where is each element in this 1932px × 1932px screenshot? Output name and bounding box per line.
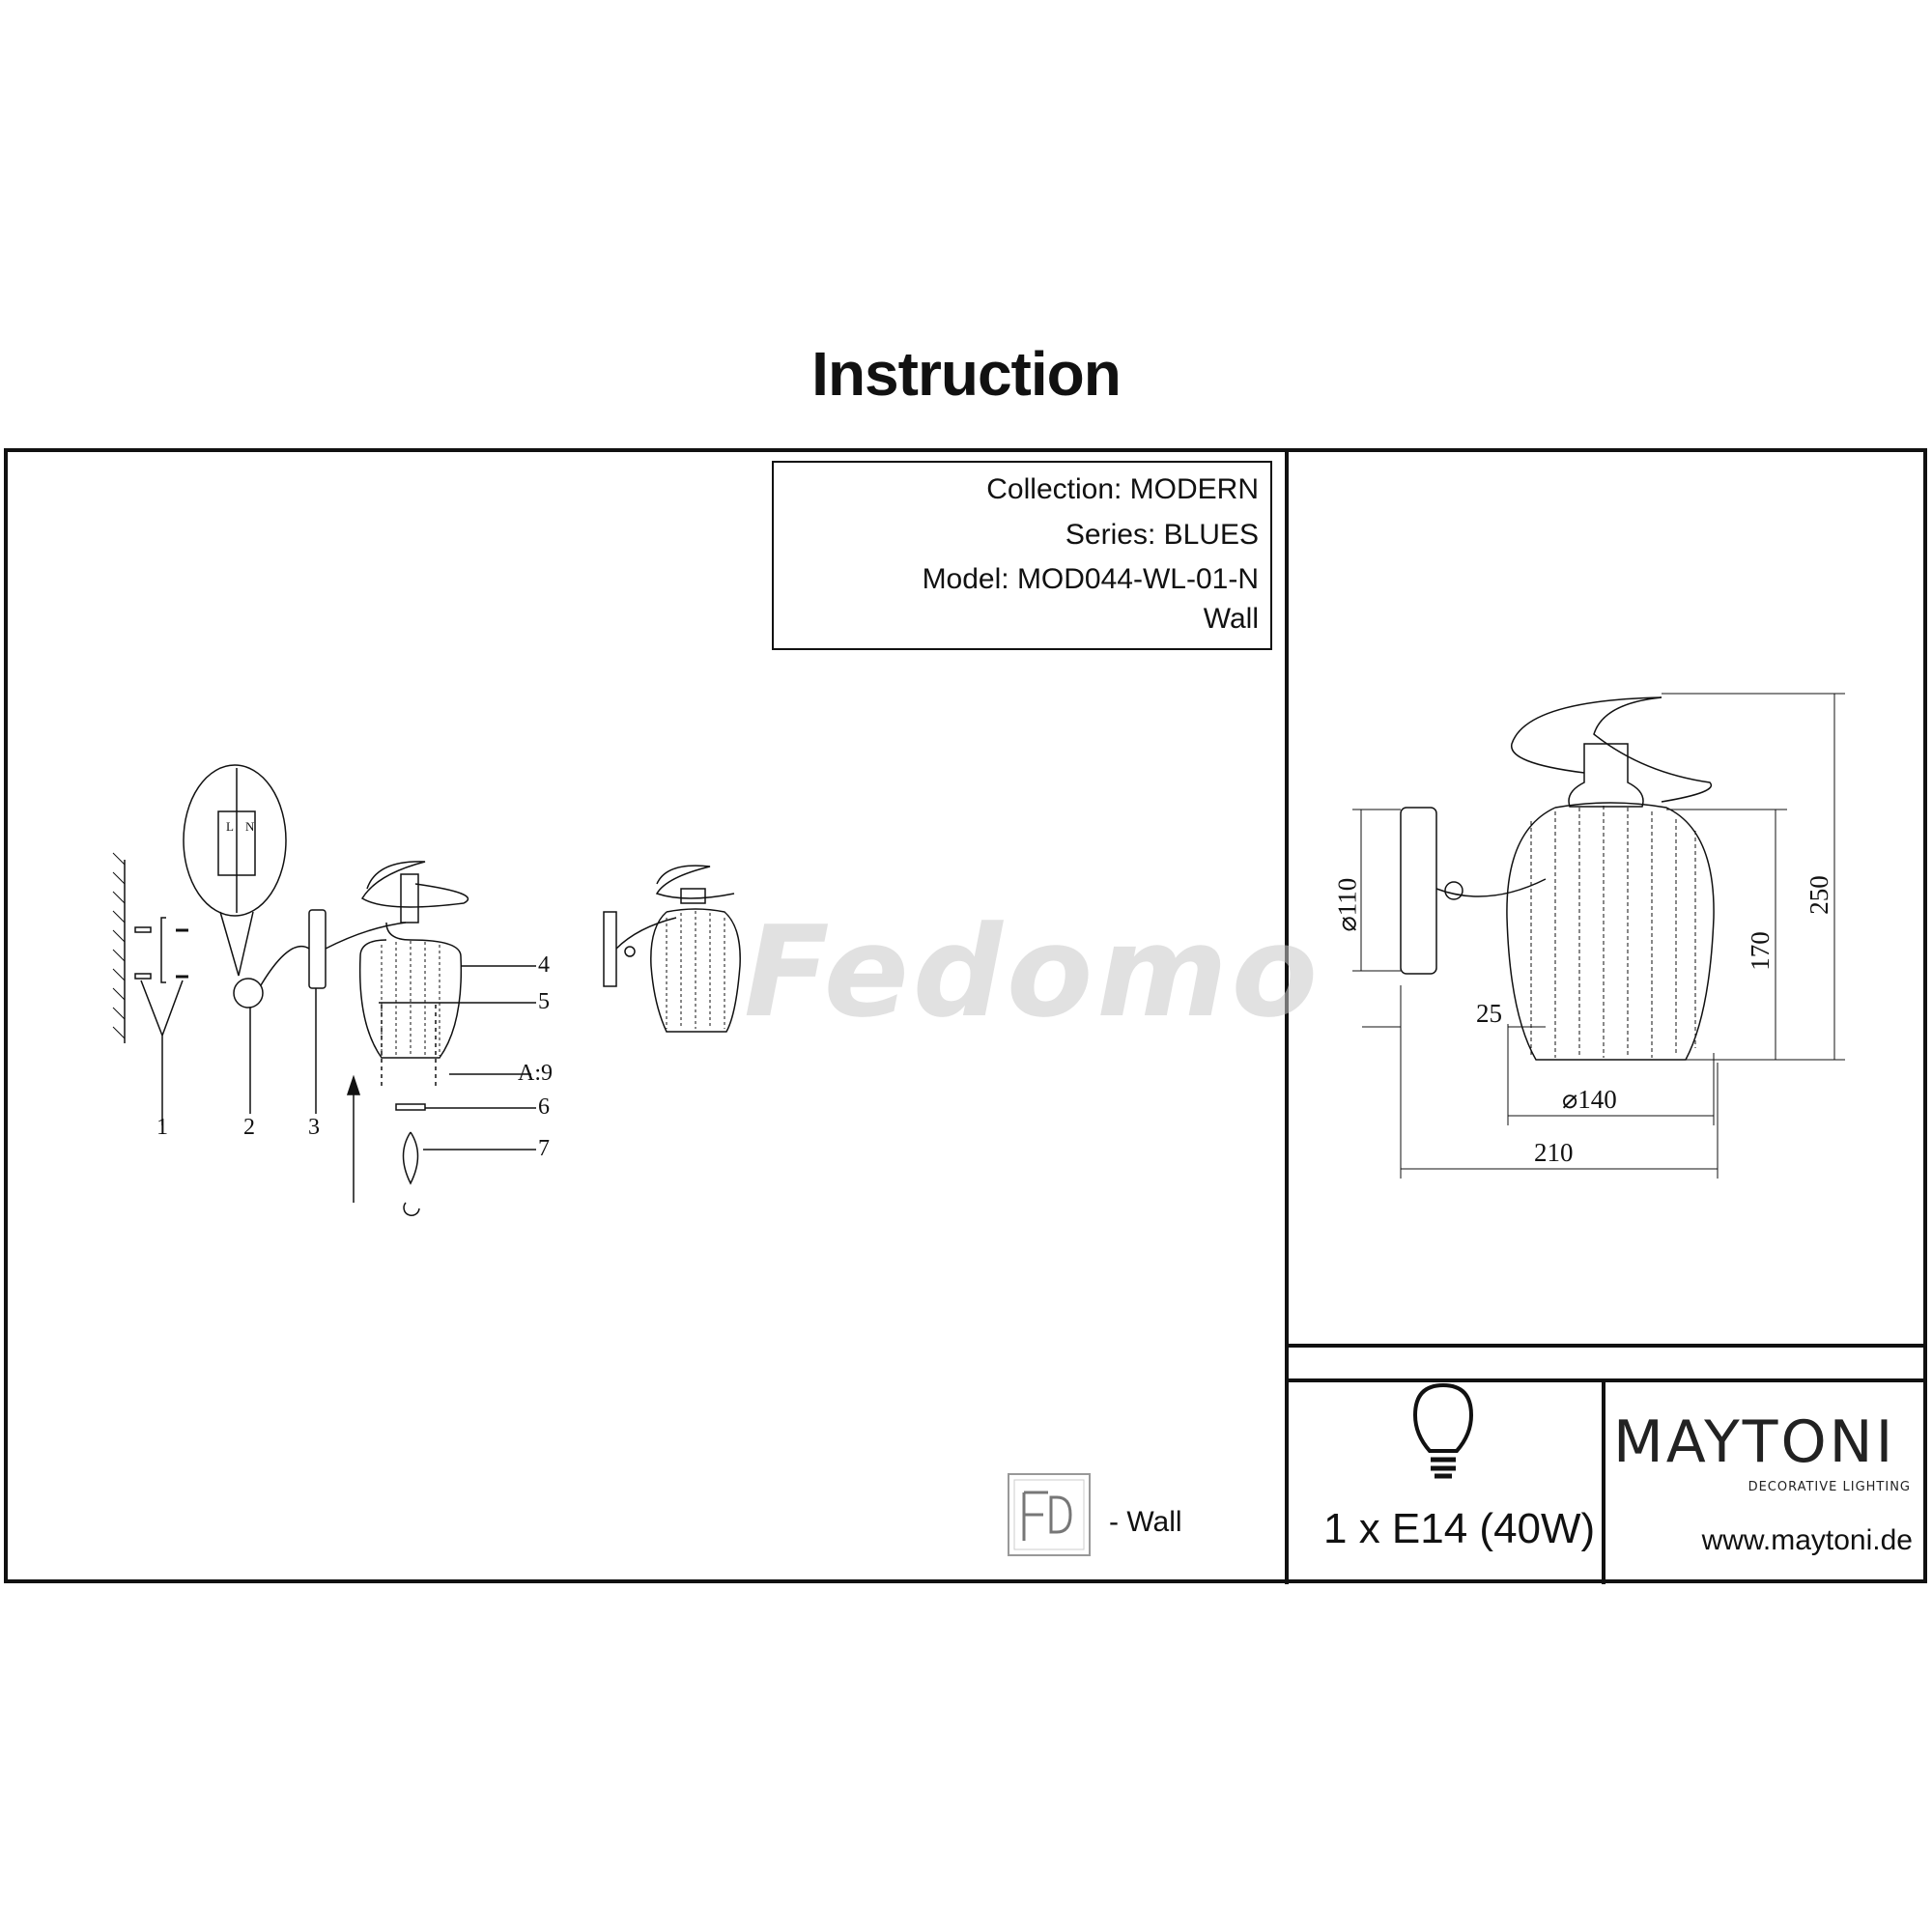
brand-logo: MAYTONI	[1613, 1408, 1896, 1476]
assembly-drawing	[112, 764, 536, 1216]
part-number-3: 3	[308, 1115, 320, 1140]
part-number-1: 1	[156, 1115, 168, 1140]
part-number-4: 4	[538, 952, 550, 978]
dimension-drawing	[1352, 693, 1845, 1179]
watermark: Fedomo	[744, 898, 1322, 1045]
part-number-6: 6	[538, 1094, 550, 1120]
mount-label: Wall	[1203, 603, 1259, 635]
crystal-count: A:9	[518, 1061, 553, 1086]
light-bulb-icon	[1412, 1382, 1474, 1479]
terminal-l-label: L	[226, 819, 234, 834]
part-number-2: 2	[243, 1115, 255, 1140]
model-label: Model: MOD044-WL-01-N	[922, 563, 1259, 595]
dim-shade-diameter: ⌀140	[1562, 1085, 1617, 1114]
dim-shade-height: 170	[1746, 931, 1775, 971]
info-box	[772, 461, 1272, 650]
wall-mount-icon	[1008, 1473, 1091, 1556]
brand-website[interactable]: www.maytoni.de	[1701, 1524, 1913, 1556]
brand-tagline: DECORATIVE LIGHTING	[1747, 1480, 1911, 1494]
part-number-7: 7	[538, 1136, 550, 1161]
dim-depth: 210	[1534, 1138, 1574, 1167]
series-label: Series: BLUES	[1065, 519, 1259, 551]
page-title: Instruction	[811, 339, 1122, 409]
outer-frame	[4, 448, 1927, 1583]
collection-label: Collection: MODERN	[986, 473, 1259, 505]
wall-legend-label: - Wall	[1109, 1506, 1182, 1538]
dim-offset: 25	[1476, 999, 1502, 1028]
dim-total-height: 250	[1804, 875, 1833, 915]
bulb-spec: 1 x E14 (40W)	[1323, 1505, 1596, 1552]
assembled-lamp-drawing	[603, 865, 741, 1033]
part-number-5: 5	[538, 989, 550, 1014]
terminal-n-label: N	[245, 819, 255, 834]
dim-plate-diameter: ⌀110	[1332, 877, 1362, 932]
